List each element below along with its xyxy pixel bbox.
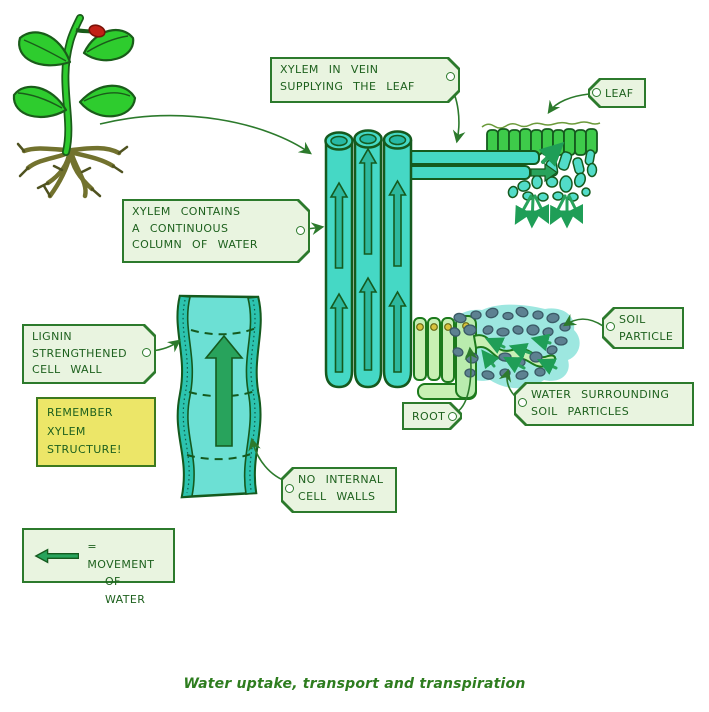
label-line: WATER SURROUNDING [531,388,670,401]
label-line: A CONTINUOUS [132,221,229,235]
cell-nucleus [416,323,424,331]
soil-particles [449,306,571,380]
cell-nucleus [444,323,452,331]
left-arrow-icon [34,548,80,564]
plant-illustration [12,14,137,199]
label-xylem-contains: XYLEM CONTAINS A CONTINUOUS COLUMN OF WA… [122,199,310,263]
water-flow-arrow-large [204,334,244,447]
leaf-vein-tubes [405,150,559,183]
label-line: PARTICLE [619,329,674,343]
legend-line: = MOVEMENT [87,540,155,571]
label-line: SOIL [619,313,646,326]
note-line: XYLEM [47,424,86,438]
label-line: LEAF [605,87,634,100]
connector-dot [606,322,615,331]
plant-to-xylem-arrow-icon [99,114,312,155]
label-lignin: LIGNIN STRENGTHENED CELL WALL [22,324,156,384]
label-water-surrounding: WATER SURROUNDING SOIL PARTICLES [514,382,694,426]
legend-line: OF WATER [105,575,146,606]
label-line: SOIL PARTICLES [531,404,630,418]
enlarged-xylem-vessel [176,294,262,499]
label-line: STRENGTHENED [32,346,128,360]
water-into-leaf-arrow-icon [530,162,559,183]
flower-bud [88,24,106,38]
label-xylem-in-vein: XYLEM IN VEIN SUPPLYING THE LEAF [270,57,460,103]
connector-dot [142,348,151,357]
water-uptake-arrows [481,333,558,375]
connector-dot [446,72,455,81]
label-root: ROOT [402,402,462,430]
diagram-caption: Water uptake, transport and transpiratio… [183,676,526,692]
note-remember-xylem-structure: REMEMBER XYLEM STRUCTURE! [36,397,156,467]
leaf-cross-section [481,121,601,229]
label-line: ROOT [412,410,446,423]
connector-dot [285,484,294,493]
note-line: REMEMBER [47,406,113,419]
xylem-vessel-bundle [324,129,413,389]
lignin-wall-left [176,295,195,498]
label-leaf: LEAF [588,78,646,108]
label-soil-particle: SOIL PARTICLE [602,307,684,349]
label-line: COLUMN OF WATER [132,238,258,251]
label-line: SUPPLYING THE LEAF [280,79,415,93]
connector-dot [448,412,457,421]
label-line: LIGNIN [32,330,72,343]
label-no-internal-cell-walls: NO INTERNAL CELL WALLS [281,467,397,513]
connector-dot [296,226,305,235]
connector-dot [518,398,527,407]
label-line: XYLEM IN VEIN [280,63,379,76]
label-line: CELL WALLS [298,489,376,503]
note-line: STRUCTURE! [47,443,122,457]
water-flow-arrows [329,147,407,373]
label-line: XYLEM CONTAINS [132,205,241,218]
label-line: CELL WALL [32,363,103,376]
legend-movement-of-water: = MOVEMENT OF WATER [22,528,175,606]
cell-nucleus [430,323,438,331]
transpiration-arrows [514,141,584,229]
connector-dot [592,88,601,97]
label-line: NO INTERNAL [298,473,384,486]
